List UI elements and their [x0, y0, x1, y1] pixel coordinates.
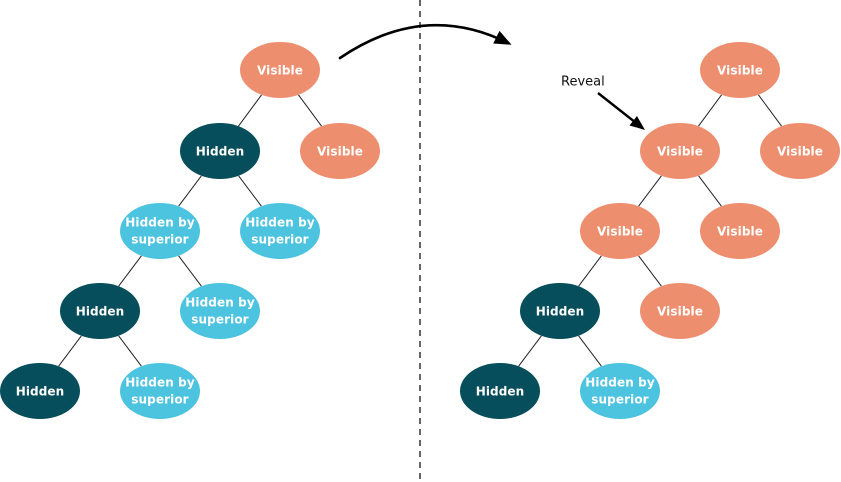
node-shape — [520, 283, 600, 339]
tree-node-hidden-by-superior[interactable]: Hidden by superior — [580, 363, 660, 419]
node-label: superior — [131, 233, 188, 247]
node-shape — [180, 123, 260, 179]
node-label: Hidden — [536, 305, 585, 319]
tree-node-hidden-by-superior[interactable]: Hidden by superior — [240, 203, 320, 259]
tree-edge — [578, 335, 602, 367]
tree-node-visible[interactable]: Visible — [700, 42, 780, 98]
tree-node-visible[interactable]: Visible — [640, 123, 720, 179]
tree-node-hidden[interactable]: Hidden — [60, 283, 140, 339]
tree-edge — [638, 175, 662, 207]
node-label: Visible — [657, 305, 703, 319]
node-shape — [700, 42, 780, 98]
node-label: Hidden — [196, 145, 245, 159]
tree-edge — [698, 175, 722, 207]
node-label: Hidden by — [185, 296, 255, 310]
arrow-layer — [338, 23, 645, 130]
tree-node-visible[interactable]: Visible — [300, 123, 380, 179]
node-label: Hidden by — [125, 216, 195, 230]
node-shape — [120, 363, 200, 419]
tree-edge — [118, 255, 142, 287]
edge-layer — [58, 94, 782, 367]
node-label: Visible — [257, 64, 303, 78]
node-shape — [580, 363, 660, 419]
tree-edge — [698, 94, 722, 127]
node-label: superior — [131, 393, 188, 407]
tree-node-hidden-by-superior[interactable]: Hidden by superior — [180, 283, 260, 339]
node-label: superior — [591, 393, 648, 407]
reveal-pointer-arrow — [597, 92, 637, 124]
node-label: Hidden by — [125, 376, 195, 390]
tree-node-hidden-by-superior[interactable]: Hidden by superior — [120, 203, 200, 259]
node-label: Hidden by — [585, 376, 655, 390]
tree-node-visible[interactable]: Visible — [240, 42, 320, 98]
transition-curve-arrow — [338, 23, 510, 60]
node-label: Visible — [777, 145, 823, 159]
tree-node-hidden[interactable]: Hidden — [0, 363, 80, 419]
node-label: superior — [191, 313, 248, 327]
node-shape — [240, 42, 320, 98]
node-label: Hidden — [476, 385, 525, 399]
tree-edge — [178, 175, 202, 207]
tree-edge — [178, 255, 202, 287]
node-shape — [460, 363, 540, 419]
tree-node-visible[interactable]: Visible — [640, 283, 720, 339]
node-shape — [240, 203, 320, 259]
transition-curve-arrowhead — [493, 30, 512, 45]
tree-node-visible[interactable]: Visible — [580, 203, 660, 259]
reveal-annotation: Reveal — [561, 75, 605, 90]
reveal-pointer-arrowhead — [629, 116, 645, 130]
node-label: Visible — [597, 225, 643, 239]
tree-edge — [238, 94, 262, 127]
node-label: Visible — [657, 145, 703, 159]
tree-node-hidden[interactable]: Hidden — [520, 283, 600, 339]
node-shape — [60, 283, 140, 339]
node-shape — [760, 123, 840, 179]
node-shape — [300, 123, 380, 179]
tree-edge — [238, 175, 262, 207]
tree-node-hidden[interactable]: Hidden — [460, 363, 540, 419]
node-shape — [640, 283, 720, 339]
node-shape — [640, 123, 720, 179]
tree-edge — [578, 255, 602, 287]
node-shape — [580, 203, 660, 259]
node-label: Hidden — [16, 385, 65, 399]
node-shape — [700, 203, 780, 259]
node-label: Visible — [717, 225, 763, 239]
tree-edge — [118, 335, 142, 367]
tree-edge — [758, 94, 782, 127]
node-label: Hidden by — [245, 216, 315, 230]
tree-edge — [518, 335, 542, 367]
node-label: Visible — [717, 64, 763, 78]
node-label: superior — [251, 233, 308, 247]
tree-node-hidden-by-superior[interactable]: Hidden by superior — [120, 363, 200, 419]
node-label: Visible — [317, 145, 363, 159]
annotation-layer: Reveal — [561, 75, 605, 90]
tree-edge — [58, 335, 82, 367]
node-label: Hidden — [76, 305, 125, 319]
tree-node-visible[interactable]: Visible — [760, 123, 840, 179]
tree-edge — [298, 94, 322, 127]
node-shape — [0, 363, 80, 419]
tree-node-hidden[interactable]: Hidden — [180, 123, 260, 179]
tree-node-visible[interactable]: Visible — [700, 203, 780, 259]
node-shape — [120, 203, 200, 259]
node-shape — [180, 283, 260, 339]
tree-edge — [638, 255, 662, 287]
